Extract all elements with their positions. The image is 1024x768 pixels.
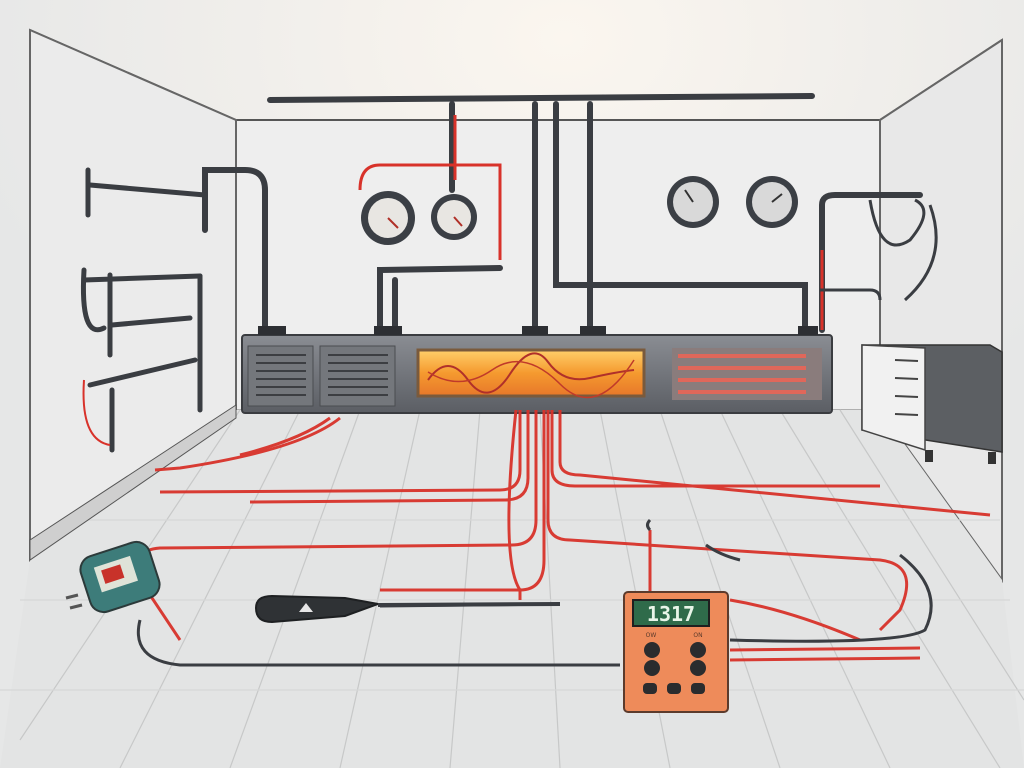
thermostat-controller-icon: 1317 OW ON — [623, 591, 729, 713]
controller-left-label: OW — [646, 632, 657, 639]
floor-heating-wires — [136, 409, 991, 662]
wall-clock-icon — [746, 176, 798, 228]
pressure-gauge-icon — [431, 194, 477, 240]
pipe-connectors — [258, 326, 818, 335]
controller-button[interactable] — [667, 683, 681, 694]
controller-button[interactable] — [644, 660, 660, 676]
pressure-gauge-icon — [361, 191, 415, 245]
heater-unit-icon — [241, 334, 833, 414]
wall-clock-icon — [667, 176, 719, 228]
controller-button[interactable] — [690, 642, 706, 658]
controller-button[interactable] — [691, 683, 705, 694]
ceiling-pipe — [267, 93, 815, 103]
floor-planks — [0, 409, 1024, 768]
left-wall-pipes — [80, 167, 208, 453]
right-wall-cable — [820, 198, 938, 302]
controller-display-text: 1317 — [647, 602, 695, 626]
controller-button[interactable] — [690, 660, 706, 676]
cabinet-icon — [861, 344, 1003, 464]
left-baseboard — [29, 404, 237, 561]
controller-right-label: ON — [693, 632, 702, 639]
left-wall-wires — [82, 379, 111, 446]
controller-button[interactable] — [643, 683, 657, 694]
controller-button[interactable] — [644, 642, 660, 658]
wall-pipes — [202, 101, 923, 333]
temperature-probe-icon — [254, 594, 561, 624]
plug-tester-icon — [65, 540, 161, 614]
